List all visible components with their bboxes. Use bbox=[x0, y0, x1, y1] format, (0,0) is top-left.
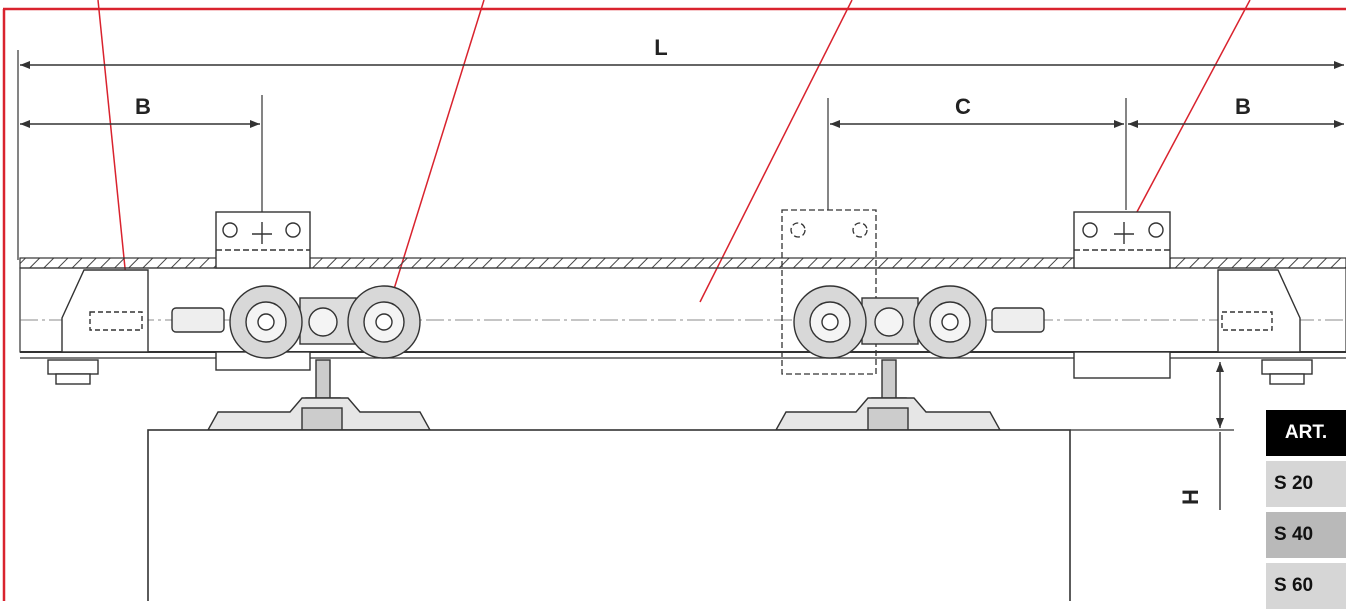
bracket-right bbox=[1073, 211, 1171, 379]
article-table-header: ART. bbox=[1266, 410, 1346, 456]
end-stop-left bbox=[47, 269, 149, 385]
article-row: S 60 bbox=[1266, 563, 1346, 609]
dim-label-B-right: B bbox=[1235, 94, 1251, 119]
article-row: S 40 bbox=[1266, 512, 1346, 558]
dim-label-H: H bbox=[1178, 489, 1203, 505]
door-panel bbox=[147, 429, 1071, 601]
callout-leaders bbox=[97, 0, 1251, 319]
trolley-right bbox=[774, 285, 1045, 431]
article-row: S 20 bbox=[1266, 461, 1346, 507]
red-frame bbox=[2, 7, 1346, 601]
trolley-left bbox=[171, 285, 432, 431]
dim-label-L: L bbox=[654, 35, 667, 60]
bracket-left bbox=[215, 211, 311, 371]
end-stop-right bbox=[1217, 269, 1313, 385]
dim-label-C: C bbox=[955, 94, 971, 119]
sliding-door-track-diagram: L B C B D A H bbox=[2, 0, 1346, 601]
bracket-middle-dashed bbox=[781, 209, 877, 375]
dim-label-B-left: B bbox=[135, 94, 151, 119]
article-table: ART. S 20 S 40 S 60 bbox=[1266, 410, 1346, 614]
